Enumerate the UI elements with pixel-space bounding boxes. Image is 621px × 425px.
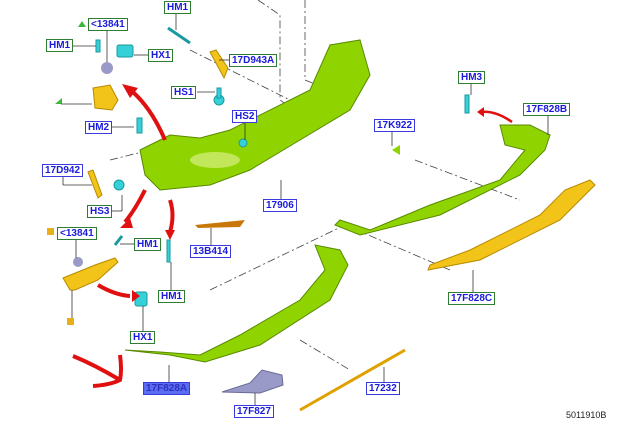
square-marker [47,228,54,235]
label-17232[interactable]: 17232 [366,382,400,395]
bracket-top-left [92,84,119,111]
part-17k922 [392,145,400,155]
label-17f827[interactable]: 17F827 [234,405,274,418]
bracket-17d943a [209,49,229,80]
bracket-bottom-left [62,257,119,291]
label-17d943a[interactable]: 17D943A [229,54,278,67]
label-13841[interactable]: <13841 [88,18,128,31]
triangle-marker [55,98,62,104]
label-hx1[interactable]: HX1 [130,331,156,344]
label-17k922[interactable]: 17K922 [374,119,416,132]
grommet [73,257,83,267]
label-17f828c[interactable]: 17F828C [448,292,496,305]
label-hs2[interactable]: HS2 [232,110,258,123]
bumper-cover-17906 [139,39,371,191]
label-hm1[interactable]: HM1 [164,1,192,14]
label-13b414[interactable]: 13B414 [190,245,232,258]
trim-17f827 [221,369,284,394]
label-17906[interactable]: 17906 [263,199,297,212]
reflector-13b414 [195,220,245,228]
reference-code: 5011910B [566,410,607,420]
label-hm1[interactable]: HM1 [134,238,162,251]
label-13841[interactable]: <13841 [57,227,97,240]
triangle-marker [78,21,86,27]
diffuser-17f828c [427,179,596,271]
label-hm2[interactable]: HM2 [85,121,113,134]
label-17f828b[interactable]: 17F828B [523,103,571,116]
label-17d942[interactable]: 17D942 [42,164,84,177]
bracket-17d942 [87,169,103,199]
label-17f828a[interactable]: 17F828A [143,382,191,395]
square-marker [67,318,74,325]
grommet [101,62,113,74]
bumper-17f828a [124,244,349,363]
label-hm1[interactable]: HM1 [46,39,74,52]
label-hm3[interactable]: HM3 [458,71,486,84]
label-hx1[interactable]: HX1 [148,49,174,62]
strip-17232 [299,348,406,412]
label-hm1[interactable]: HM1 [158,290,186,303]
bumper-17f828b [334,124,551,236]
label-hs1[interactable]: HS1 [171,86,197,99]
label-hs3[interactable]: HS3 [87,205,113,218]
clips [95,26,470,307]
